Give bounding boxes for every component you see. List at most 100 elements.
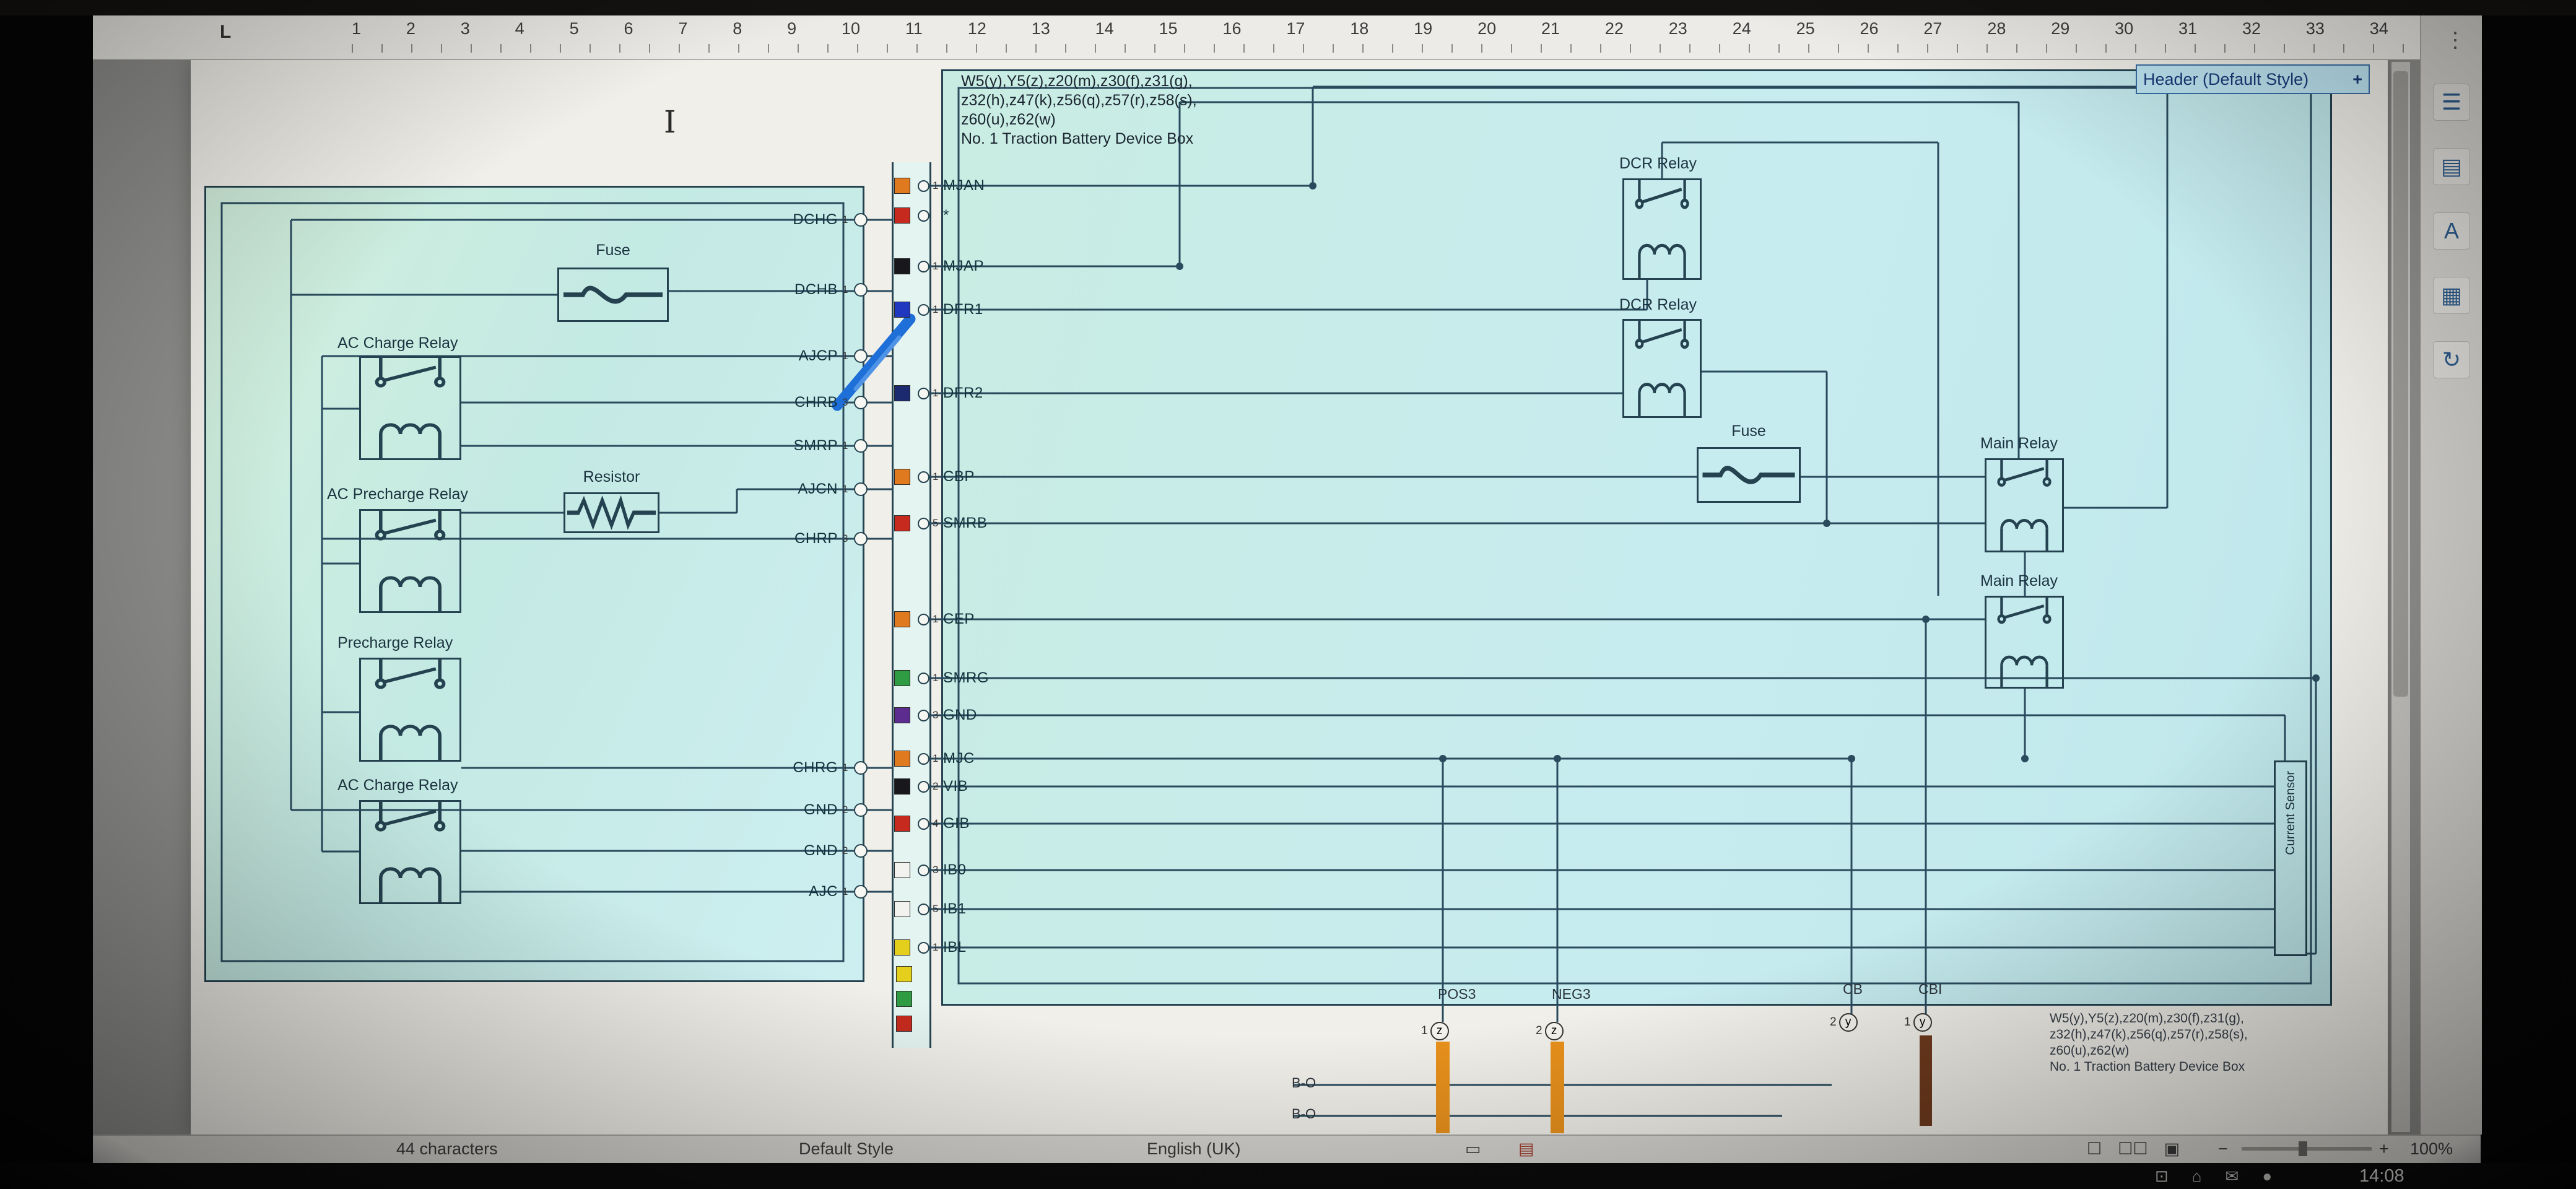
note-line: W5(y),Y5(z),z20(m),z30(f),z31(g),: [961, 72, 1193, 90]
pin-terminal-icon: [918, 613, 929, 625]
component-label: Fuse: [596, 242, 630, 259]
pin-terminal-icon: [918, 903, 929, 915]
note-line: z32(h),z47(k),z56(q),z57(r),z58(s),: [2050, 1027, 2248, 1042]
pin-terminal-icon: [918, 260, 929, 272]
wire-color-swatch: [894, 469, 910, 485]
wire-color-swatch: [894, 670, 910, 686]
wire-color-swatch: [894, 207, 910, 224]
current-sensor-label: Current Sensor: [2283, 771, 2297, 855]
component-label: AC Charge Relay: [337, 777, 458, 794]
device-box-note-bottom: W5(y),Y5(z),z20(m),z30(f),z31(g), z32(h)…: [2050, 1011, 2248, 1075]
pin-terminal-icon: [854, 482, 868, 496]
wire-color-swatch: [894, 862, 910, 878]
wire-color-swatch: [894, 515, 910, 531]
wire-color-swatch: [894, 939, 910, 956]
pin-terminal-icon: [918, 941, 929, 954]
pin-terminal-icon: [918, 864, 929, 876]
pin-terminal-icon: [854, 439, 868, 453]
neg3-orange-wire: [1551, 1042, 1564, 1133]
note-line: z60(u),z62(w): [961, 111, 1056, 128]
device-box-note: W5(y),Y5(z),z20(m),z30(f),z31(g), z32(h)…: [961, 72, 1197, 149]
note-line: W5(y),Y5(z),z20(m),z30(f),z31(g),: [2050, 1011, 2244, 1026]
relay-component: [359, 356, 461, 460]
pin-terminal-icon: [918, 752, 929, 765]
component-label: DCR Relay: [1619, 155, 1697, 172]
cbi-brown-wire: [1920, 1035, 1932, 1126]
wire-color-swatch: [894, 385, 910, 401]
relay-component: [1985, 458, 2064, 552]
pin-terminal-icon: [918, 387, 929, 399]
relay-component: [1622, 319, 1702, 418]
wire-color-swatch: [894, 178, 910, 194]
wire-label-bo-1: B-O: [1292, 1075, 1316, 1091]
pin-terminal-icon: [854, 885, 868, 899]
wire-color-swatch: [896, 1016, 912, 1032]
terminal-label-cb: CB: [1843, 981, 1863, 997]
note-line: z60(u),z62(w): [2050, 1043, 2130, 1058]
component-label: Main Relay: [1980, 435, 2058, 452]
component-label: Fuse: [1731, 422, 1766, 440]
pin-terminal-icon: [854, 396, 868, 409]
wire-color-swatch: [894, 258, 910, 274]
fuse-component: [1697, 447, 1801, 503]
connector-pin-star: *: [894, 206, 949, 225]
header-add-icon[interactable]: +: [2352, 69, 2362, 89]
pin-terminal-icon: [854, 761, 868, 775]
pin-terminal-icon: [854, 349, 868, 363]
note-line: No. 1 Traction Battery Device Box: [961, 130, 1194, 147]
pin-terminal-icon: [854, 844, 868, 858]
terminal-circle-icon: y: [1838, 1013, 1858, 1032]
component-label: Main Relay: [1980, 572, 2058, 590]
header-tab-label: Header (Default Style): [2143, 69, 2309, 89]
photo-top-edge: [0, 0, 2576, 15]
pin-terminal-icon: [918, 517, 929, 529]
relay-component: [359, 800, 461, 904]
component-label: AC Charge Relay: [337, 334, 458, 352]
terminal-circle-icon: z: [1544, 1022, 1564, 1040]
pin-terminal-icon: [918, 180, 929, 192]
relay-component: [359, 509, 461, 613]
terminal-circle-icon: z: [1430, 1022, 1449, 1040]
pin-terminal-icon: [918, 817, 929, 830]
wire-color-swatch: [894, 611, 910, 627]
pin-terminal-icon: [854, 532, 868, 546]
pin-terminal-icon: [854, 213, 868, 227]
note-line: z32(h),z47(k),z56(q),z57(r),z58(s),: [961, 92, 1197, 109]
wire-color-swatch: [894, 901, 910, 917]
pin-terminal-icon: [918, 709, 929, 721]
wire-color-swatch: [894, 778, 910, 795]
pin-terminal-icon: [918, 209, 929, 222]
component-label: Precharge Relay: [337, 634, 453, 651]
pin-terminal-icon: [854, 803, 868, 817]
pin-terminal-icon: [918, 303, 929, 316]
relay-component: [359, 658, 461, 762]
note-line: No. 1 Traction Battery Device Box: [2050, 1060, 2245, 1074]
component-label: AC Precharge Relay: [327, 486, 468, 503]
header-tab[interactable]: Header (Default Style) +: [2136, 64, 2370, 94]
wire-color-swatch: [894, 707, 910, 723]
